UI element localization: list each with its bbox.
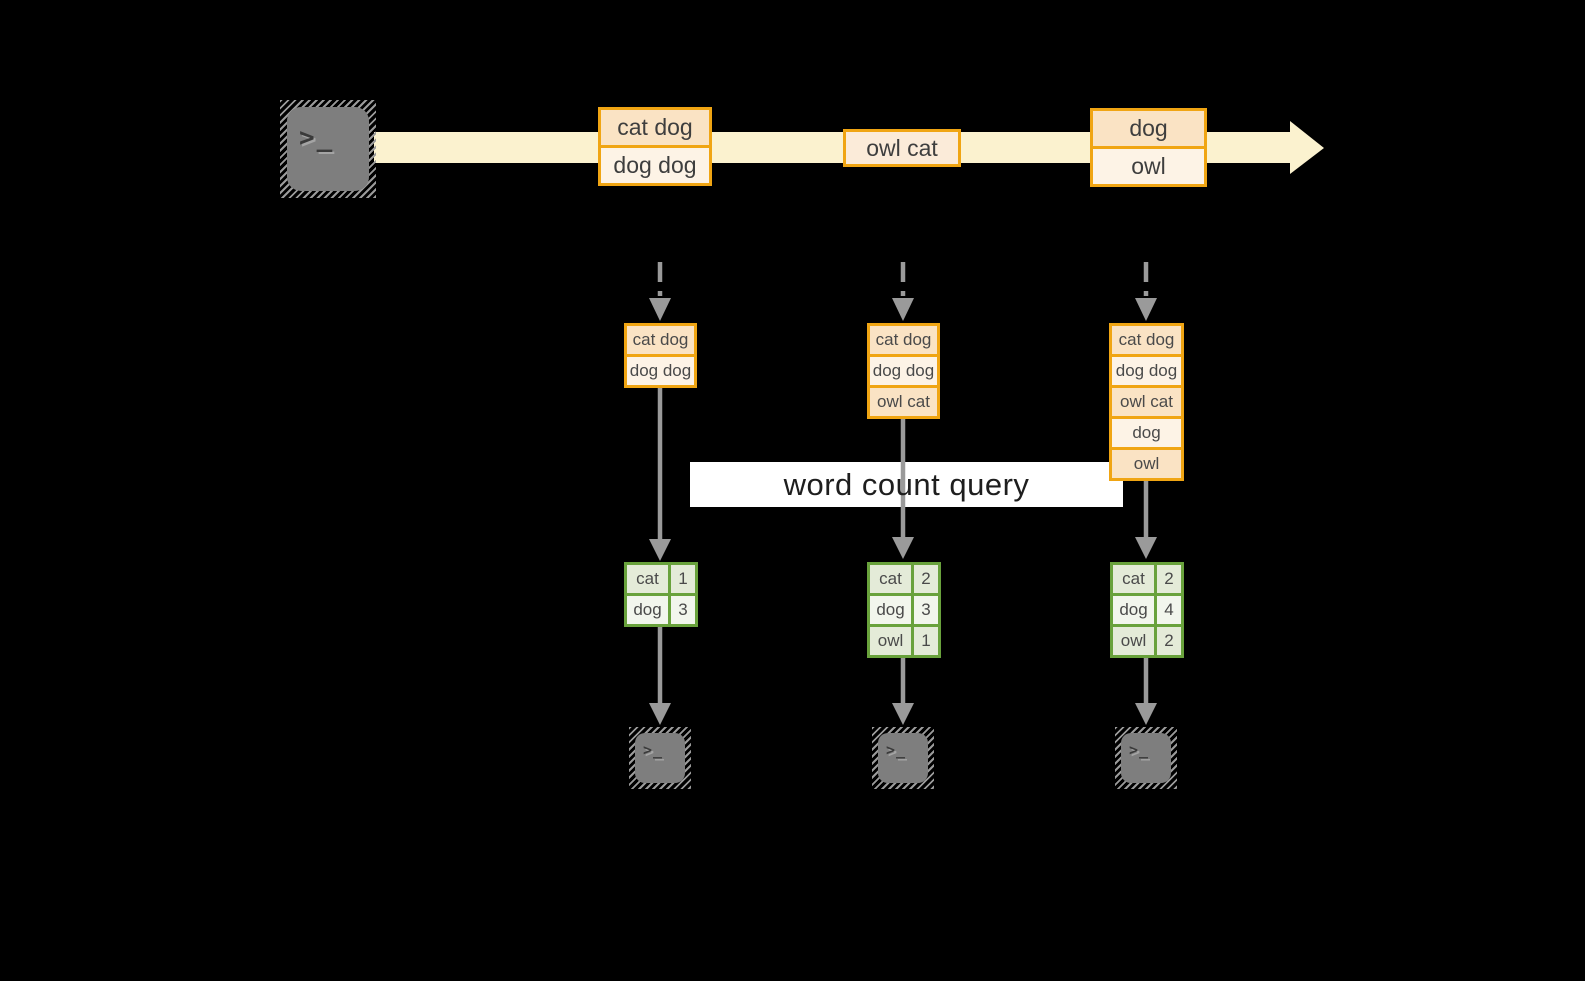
output-arrowhead-col2-icon (892, 703, 914, 725)
terminal-sink-3-icon: >_ (1115, 727, 1177, 789)
dashed-arrowhead-col3-icon (1135, 298, 1157, 321)
buffer-row: dog dog (1112, 354, 1181, 385)
count-table-2: cat 2 dog 3 owl 1 (867, 562, 941, 658)
stream-arrowhead-icon (1290, 121, 1324, 174)
stream-event-row: cat dog (601, 110, 709, 145)
output-arrowhead-col3-icon (1135, 703, 1157, 725)
buffer-row: owl cat (1112, 385, 1181, 416)
terminal-prompt-icon: >_ (299, 123, 335, 153)
count-row: cat 2 (870, 565, 938, 593)
count-row: dog 4 (1113, 593, 1181, 624)
query-arrowhead-col3-icon (1135, 537, 1157, 559)
terminal-source-icon: >_ (280, 100, 376, 198)
count-cell: 3 (678, 600, 688, 619)
buffer-stack-3: cat dog dog dog owl cat dog owl (1109, 323, 1184, 481)
word-cell: owl (870, 627, 914, 655)
stream-event-row: owl (1093, 146, 1204, 184)
count-cell: 1 (678, 569, 688, 588)
terminal-sink-1-icon: >_ (629, 727, 691, 789)
stream-event-3: dog owl (1090, 108, 1207, 187)
terminal-prompt-icon: >_ (886, 741, 907, 759)
count-cell: 2 (1164, 569, 1174, 588)
count-row: dog 3 (627, 593, 695, 624)
word-count-query-box (690, 462, 1123, 507)
stream-event-row: owl cat (846, 132, 958, 164)
stream-event-row: dog (1093, 111, 1204, 146)
count-row: cat 2 (1113, 565, 1181, 593)
buffer-row: cat dog (627, 326, 694, 354)
count-row: owl 2 (1113, 624, 1181, 655)
count-cell: 1 (921, 631, 931, 650)
stream-event-1: cat dog dog dog (598, 107, 712, 186)
terminal-screen: >_ (878, 733, 928, 783)
terminal-prompt-icon: >_ (643, 741, 664, 759)
buffer-row: cat dog (870, 326, 937, 354)
buffer-row: owl cat (870, 385, 937, 416)
count-cell: 2 (921, 569, 931, 588)
stream-event-row: dog dog (601, 145, 709, 183)
word-cell: cat (1113, 565, 1157, 593)
dashed-arrowhead-col1-icon (649, 298, 671, 321)
buffer-row: dog (1112, 416, 1181, 447)
buffer-row: dog dog (627, 354, 694, 385)
count-table-1: cat 1 dog 3 (624, 562, 698, 627)
terminal-screen: >_ (635, 733, 685, 783)
word-cell: cat (627, 565, 671, 593)
buffer-row: dog dog (870, 354, 937, 385)
word-cell: dog (870, 596, 914, 624)
terminal-screen: >_ (1121, 733, 1171, 783)
count-cell: 3 (921, 600, 931, 619)
word-cell: cat (870, 565, 914, 593)
terminal-screen: >_ (287, 107, 369, 191)
query-arrowhead-col2-icon (892, 537, 914, 559)
count-cell: 4 (1164, 600, 1174, 619)
buffer-row: owl (1112, 447, 1181, 478)
word-count-query-label: word count query (783, 466, 1030, 502)
count-table-3: cat 2 dog 4 owl 2 (1110, 562, 1184, 658)
buffer-stack-2: cat dog dog dog owl cat (867, 323, 940, 419)
dashed-arrowhead-col2-icon (892, 298, 914, 321)
terminal-sink-2-icon: >_ (872, 727, 934, 789)
buffer-row: cat dog (1112, 326, 1181, 354)
output-arrowhead-col1-icon (649, 703, 671, 725)
terminal-prompt-icon: >_ (1129, 741, 1150, 759)
count-cell: 2 (1164, 631, 1174, 650)
count-row: dog 3 (870, 593, 938, 624)
count-row: owl 1 (870, 624, 938, 655)
stream-event-2: owl cat (843, 129, 961, 167)
buffer-stack-1: cat dog dog dog (624, 323, 697, 388)
word-cell: dog (627, 596, 671, 624)
query-arrowhead-col1-icon (649, 539, 671, 561)
count-row: cat 1 (627, 565, 695, 593)
word-cell: owl (1113, 627, 1157, 655)
word-cell: dog (1113, 596, 1157, 624)
